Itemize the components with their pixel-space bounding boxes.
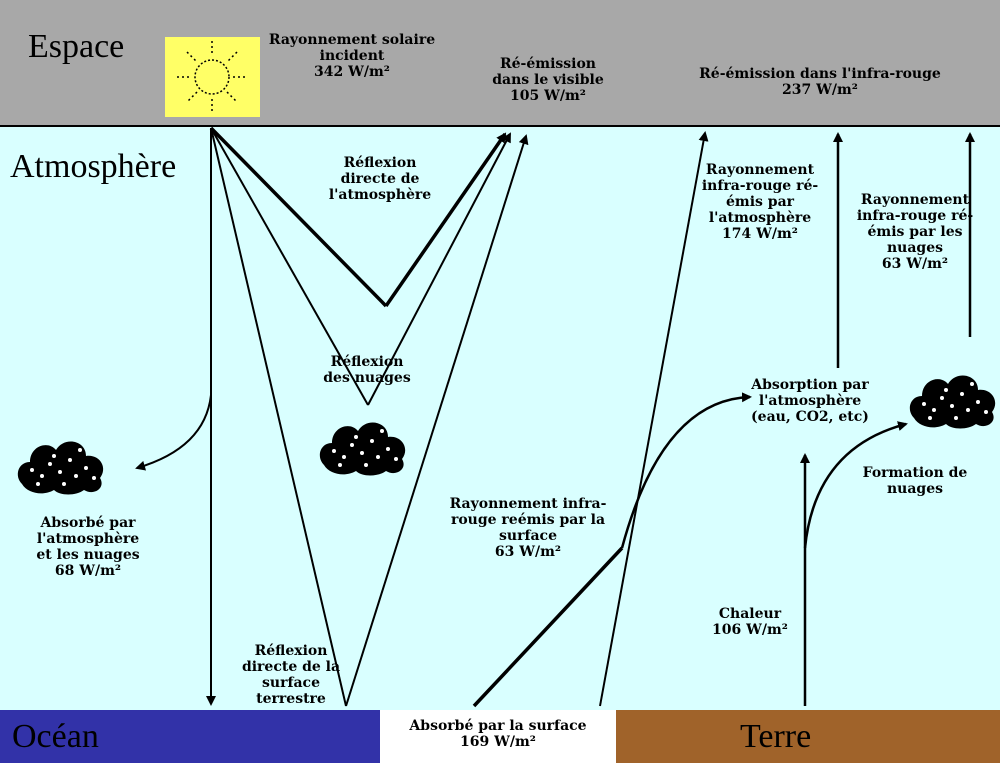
sun-icon [165, 37, 260, 117]
surface-band [380, 710, 616, 763]
ocean-band [0, 710, 380, 763]
cloud-icon [316, 413, 410, 477]
space-label: Espace [28, 28, 125, 65]
atmosphere-band [0, 126, 1000, 710]
land-label: Terre [740, 718, 812, 755]
land-band [616, 710, 1000, 763]
cloud-icon [12, 432, 110, 496]
cloud-icon [906, 366, 1000, 430]
ocean-label: Océan [12, 718, 99, 755]
atmosphere-label: Atmosphère [10, 148, 177, 185]
space-atmosphere-divider [0, 125, 1000, 127]
